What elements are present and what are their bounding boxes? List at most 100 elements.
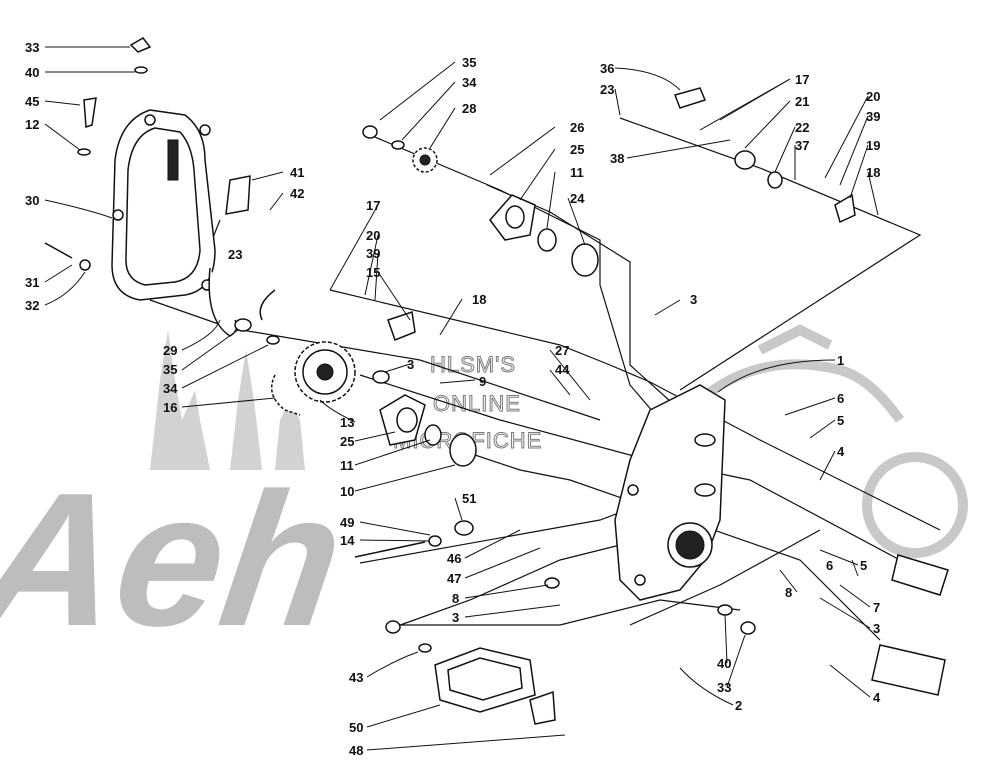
bushing-part-21 bbox=[734, 150, 756, 170]
watermark-line-1: HLSM'S bbox=[430, 352, 516, 377]
callout-30: 30 bbox=[25, 193, 39, 208]
callout-10: 10 bbox=[340, 484, 354, 499]
callout-44: 44 bbox=[555, 362, 570, 377]
callout-16: 16 bbox=[163, 400, 177, 415]
gearcase-part-1 bbox=[614, 384, 726, 601]
callout-33: 33 bbox=[25, 40, 39, 55]
callout-19: 19 bbox=[866, 138, 880, 153]
plug-part-33-lower bbox=[740, 621, 756, 635]
callout-39-right: 39 bbox=[866, 109, 880, 124]
callout-6: 6 bbox=[837, 391, 844, 406]
nut-part-51 bbox=[454, 520, 474, 536]
callout-46: 46 bbox=[447, 551, 461, 566]
watermark-brand: Aeh bbox=[0, 454, 355, 666]
oil-pan-part-50 bbox=[434, 647, 536, 713]
callout-11: 11 bbox=[340, 458, 354, 473]
callout-3-right: 3 bbox=[690, 292, 697, 307]
callout-8: 8 bbox=[452, 591, 459, 606]
spring-part-36 bbox=[674, 87, 707, 109]
callout-26: 26 bbox=[570, 120, 584, 135]
washer-part-43 bbox=[418, 643, 432, 653]
callout-40-lower: 40 bbox=[717, 656, 731, 671]
callout-18-right: 18 bbox=[866, 165, 880, 180]
callout-33-lower: 33 bbox=[717, 680, 731, 695]
callout-34: 34 bbox=[163, 381, 178, 396]
callout-20-right: 20 bbox=[866, 89, 880, 104]
nut-part-3-lower bbox=[385, 620, 401, 634]
callout-42: 42 bbox=[290, 186, 304, 201]
callout-23-upper: 23 bbox=[600, 82, 614, 97]
plate-part-48 bbox=[529, 690, 556, 725]
callout-36: 36 bbox=[600, 61, 614, 76]
callout-28: 28 bbox=[462, 101, 476, 116]
callout-49: 49 bbox=[340, 515, 354, 530]
callout-45: 45 bbox=[25, 94, 39, 109]
callout-35: 35 bbox=[163, 362, 177, 377]
callout-25: 25 bbox=[340, 434, 354, 449]
callout-22: 22 bbox=[795, 120, 809, 135]
callout-13: 13 bbox=[340, 415, 354, 430]
dipstick-part-45 bbox=[83, 97, 97, 129]
washer-part-40-lower bbox=[717, 604, 733, 616]
sprocket-part-28 bbox=[412, 147, 438, 173]
callout-9: 9 bbox=[479, 374, 486, 389]
washer-part-8 bbox=[544, 577, 560, 589]
callout-leader-lines bbox=[44, 46, 879, 751]
callout-48: 48 bbox=[349, 743, 363, 758]
tensioner-part-29 bbox=[208, 267, 238, 337]
callout-8-right: 8 bbox=[785, 585, 792, 600]
snap-ring-part-11-upper bbox=[537, 228, 557, 252]
callout-6-lower: 6 bbox=[826, 558, 833, 573]
watermark-castle-logo bbox=[150, 330, 305, 470]
callout-3-mid: 3 bbox=[407, 357, 414, 372]
callout-32: 32 bbox=[25, 298, 39, 313]
callout-50: 50 bbox=[349, 720, 363, 735]
callout-20: 20 bbox=[366, 228, 380, 243]
callout-12: 12 bbox=[25, 117, 39, 132]
callout-40: 40 bbox=[25, 65, 39, 80]
callout-4-lower: 4 bbox=[873, 690, 881, 705]
callout-5: 5 bbox=[837, 413, 844, 428]
callout-17-upper: 17 bbox=[795, 72, 809, 87]
sprocket-part-13 bbox=[294, 341, 356, 403]
nut-part-35 bbox=[234, 318, 252, 332]
lever-part-19 bbox=[834, 193, 856, 224]
callout-1: 1 bbox=[837, 353, 844, 368]
nut-part-35-upper bbox=[362, 125, 378, 139]
bolt-part-31 bbox=[44, 242, 73, 259]
nut-part-49 bbox=[428, 535, 442, 547]
bracket-part-15 bbox=[387, 311, 416, 341]
watermark-snowmobile-logo bbox=[696, 324, 968, 558]
washer-part-34 bbox=[266, 335, 280, 345]
callout-31: 31 bbox=[25, 275, 39, 290]
callout-17: 17 bbox=[366, 198, 380, 213]
spring-clip-part bbox=[259, 289, 276, 321]
sight-window-part-41 bbox=[225, 175, 251, 215]
callout-27: 27 bbox=[555, 343, 569, 358]
callout-labels: 33 40 45 12 30 31 32 41 42 23 29 35 34 1… bbox=[25, 40, 881, 758]
callout-25-upper: 25 bbox=[570, 142, 584, 157]
washer-part-32 bbox=[79, 259, 91, 271]
callout-3-lower: 3 bbox=[873, 621, 880, 636]
washer-part-12 bbox=[77, 148, 91, 156]
snap-ring-part-11-lower bbox=[424, 424, 442, 446]
bushing-part-37 bbox=[767, 171, 783, 189]
callout-4: 4 bbox=[837, 444, 845, 459]
callout-41: 41 bbox=[290, 165, 304, 180]
bearing-part-10 bbox=[449, 433, 477, 467]
watermark: Aeh HLSM'S ONLINE MICROFICHE bbox=[0, 324, 968, 666]
callout-24: 24 bbox=[570, 191, 585, 206]
bolt-part-14 bbox=[354, 541, 426, 558]
callout-29: 29 bbox=[163, 343, 177, 358]
callout-47: 47 bbox=[447, 571, 461, 586]
callout-11-upper: 11 bbox=[570, 165, 584, 180]
callout-14: 14 bbox=[340, 533, 355, 548]
shaft-lower bbox=[871, 644, 946, 696]
nut-part-3 bbox=[372, 370, 390, 384]
callout-7: 7 bbox=[873, 600, 880, 615]
chaincase-cover-part-30 bbox=[111, 109, 216, 301]
callout-2: 2 bbox=[735, 698, 742, 713]
callout-21: 21 bbox=[795, 94, 809, 109]
